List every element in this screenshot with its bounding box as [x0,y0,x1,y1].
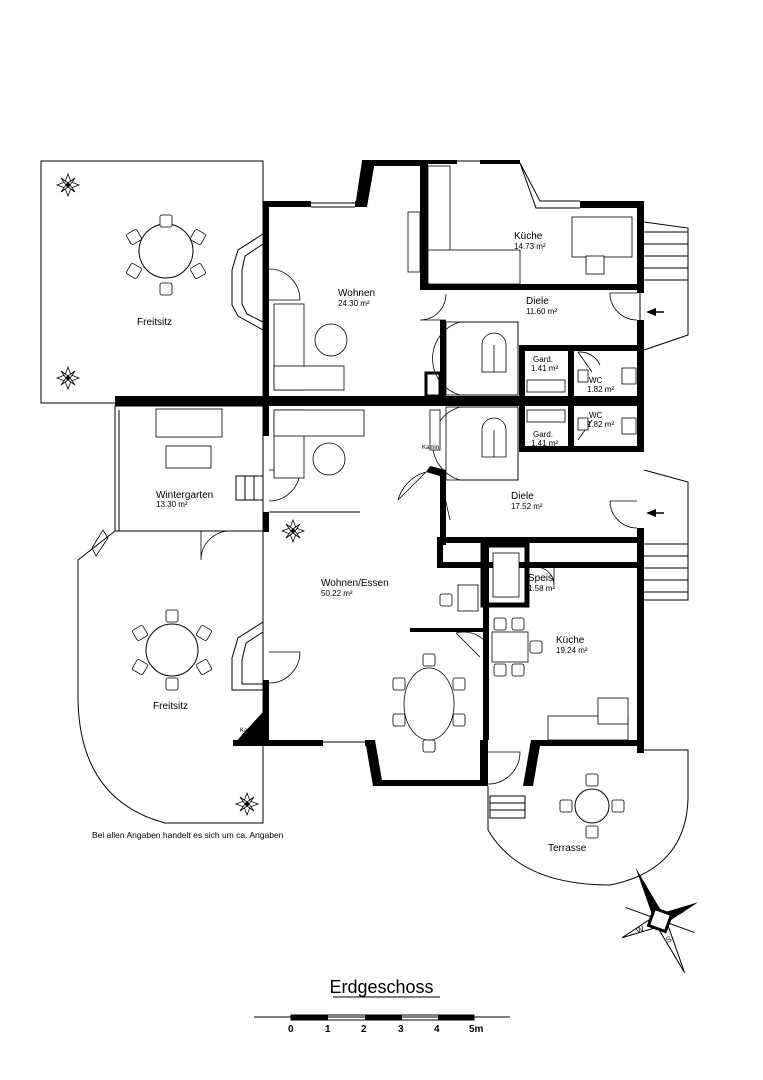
room-gard-bottom-area: 1.41 m² [531,439,558,448]
room-kueche-bottom-area: 19.24 m² [556,646,588,655]
room-wohnen-essen-area: 50.22 m² [321,589,353,598]
terrace-table [559,773,625,839]
room-wc-top-area: 1.82 m² [587,385,614,394]
room-diele-top-area: 11.60 m² [526,307,557,316]
room-wohnen-name: Wohnen [338,288,375,299]
compass-west: W [635,924,646,936]
staircase-top [432,321,519,396]
room-freitsitz-top-name: Freitsitz [137,317,172,328]
scale-tick-3: 3 [398,1024,404,1035]
room-kueche-top-name: Küche [514,231,543,242]
scale-tick-5m: 5m [469,1024,484,1035]
room-wohnen-essen-name: Wohnen/Essen [321,578,389,589]
room-wc-bottom-area: 1.82 m² [587,420,614,429]
scale-bar: 0 1 2 3 4 5m [254,1014,510,1035]
freitsitz-top-area [40,160,264,404]
room-kueche-bottom-name: Küche [556,635,585,646]
scale-tick-2: 2 [361,1024,367,1035]
stair-arrows [646,308,664,517]
kamin-label-top: Kamin [422,445,439,451]
furniture [155,165,637,753]
room-wintergarten-area: 13.30 m² [156,500,188,509]
room-wintergarten-name: Wintergarten [156,490,213,501]
kamin-symbols [233,712,263,745]
room-gard-bottom-name: Gard. [533,430,553,439]
room-speis-name: Speis [528,573,553,584]
room-diele-bottom-area: 17.52 m² [511,502,543,511]
compass-icon: W O S [621,867,699,973]
plant-icon [56,173,80,197]
scale-tick-4: 4 [434,1024,440,1035]
room-gard-top-area: 1.41 m² [531,364,558,373]
walls [115,160,644,786]
room-diele-bottom-name: Diele [511,491,534,502]
compass-south: S [664,934,673,944]
room-wohnen-area: 24.30 m² [338,299,370,308]
staircase-bottom [432,406,519,481]
room-kueche-top-area: 14.73 m² [514,242,546,251]
compass-east: O [676,905,685,916]
plant-icon [235,792,259,816]
room-labels: Freitsitz Wohnen 24.30 m² Küche 14.73 m²… [137,231,614,854]
plant-icon [56,366,80,390]
room-wc-top-name: WC [589,376,603,385]
round-table-top [125,214,207,296]
room-freitsitz-bottom-name: Freitsitz [153,701,188,712]
plant-icon [281,519,305,543]
disclaimer-note: Bei allen Angaben handelt es sich um ca.… [92,830,284,840]
room-wc-bottom-name: WC [589,411,603,420]
plan-title: Erdgeschoss [329,977,434,997]
thin-lines [77,160,689,886]
kamin-label-bottom: Kamin [240,728,257,734]
scale-tick-0: 0 [288,1024,294,1035]
room-diele-top-name: Diele [526,296,549,307]
room-terrasse-name: Terrasse [548,843,587,854]
room-gard-top-name: Gard. [533,355,553,364]
freitsitz-bottom-area [131,519,305,816]
round-table-bottom [131,609,213,691]
scale-tick-1: 1 [325,1024,331,1035]
room-speis-area: 1.58 m² [528,584,555,593]
